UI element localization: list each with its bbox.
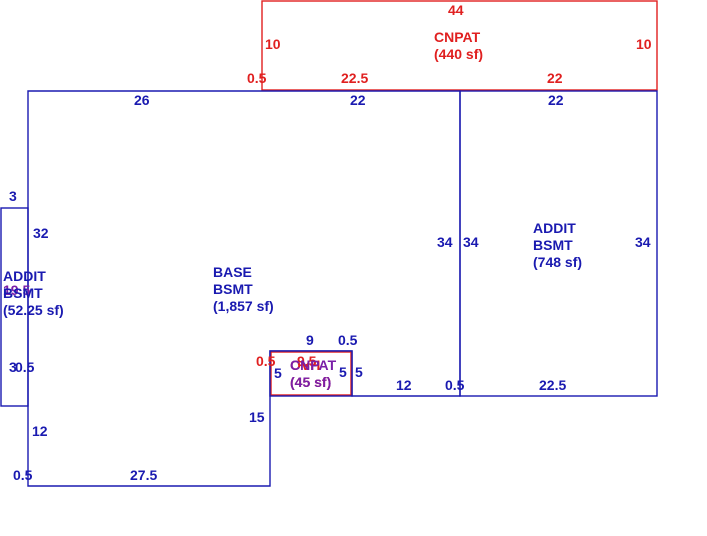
dim-base-left-lower: 12 (32, 423, 48, 439)
dim-cnpat-bottom-b: 22.5 (341, 70, 368, 86)
dim-addit-bottom-a: 0.5 (445, 377, 465, 393)
dim-cnpat-bottom-c: 22 (547, 70, 563, 86)
dim-cnpat-bottom-a: 0.5 (247, 70, 267, 86)
dim-notch-inner-b: 5 (355, 364, 363, 380)
base-area: (1,857 sf) (213, 298, 274, 314)
addit-left-area: (52.25 sf) (3, 302, 64, 318)
dim-left-strip-bottom-b: 0.5 (15, 359, 35, 375)
ovh-outline (270, 351, 352, 396)
dim-bottom-b: 27.5 (130, 467, 157, 483)
cnpat-name: CNPAT (434, 29, 481, 45)
cnpat-small-outline (269, 350, 353, 397)
addit-left-line1: ADDIT (3, 268, 46, 284)
dim-notch-top: 9 (306, 332, 314, 348)
dim-ovh-red-top: 9.5 (297, 353, 317, 369)
addit-bsmt-right-outline (459, 90, 658, 397)
base-line2: BSMT (213, 281, 253, 297)
dim-base-top-b: 22 (350, 92, 366, 108)
dim-addit-bottom-b: 22.5 (539, 377, 566, 393)
base-line1: BASE (213, 264, 252, 280)
dim-cnpat-top: 44 (448, 2, 464, 18)
ovh-area: (45 sf) (290, 374, 331, 390)
cnpat-area: (440 sf) (434, 46, 483, 62)
dim-notch-drop: 15 (249, 409, 265, 425)
dim-left-strip-bottom-a: 3 (9, 359, 17, 375)
addit-bsmt-left-outline (0, 207, 29, 407)
dim-notch-inner-a: 5 (339, 364, 347, 380)
dim-addit-right-side: 34 (635, 234, 651, 250)
addit-right-line2: BSMT (533, 237, 573, 253)
dim-bottom-a: 0.5 (13, 467, 33, 483)
dim-base-right: 34 (437, 234, 453, 250)
cnpat-outline (261, 0, 658, 91)
dim-left-strip-side: 32 (33, 225, 49, 241)
addit-right-area: (748 sf) (533, 254, 582, 270)
dim-addit-top: 22 (548, 92, 564, 108)
dim-addit-left-side: 34 (463, 234, 479, 250)
dim-notch-right-top: 0.5 (338, 332, 358, 348)
ovh-name: OVH (290, 357, 320, 373)
dim-base-top-a: 26 (134, 92, 150, 108)
cnpat-small-name: CNPAT (290, 357, 337, 373)
dim-cnpat-right: 10 (636, 36, 652, 52)
dim-left-strip-top: 3 (9, 188, 17, 204)
addit-right-line1: ADDIT (533, 220, 576, 236)
addit-left-overlap: 19.5 (3, 282, 30, 298)
addit-left-line2: BSMT (3, 285, 43, 301)
cnpat-small-area: (45 sf) (290, 374, 331, 390)
dim-ovh-red-left: 0.5 (256, 353, 276, 369)
dim-base-bottom-right: 12 (396, 377, 412, 393)
dim-notch-left: 5 (274, 365, 282, 381)
dim-cnpat-left: 10 (265, 36, 281, 52)
